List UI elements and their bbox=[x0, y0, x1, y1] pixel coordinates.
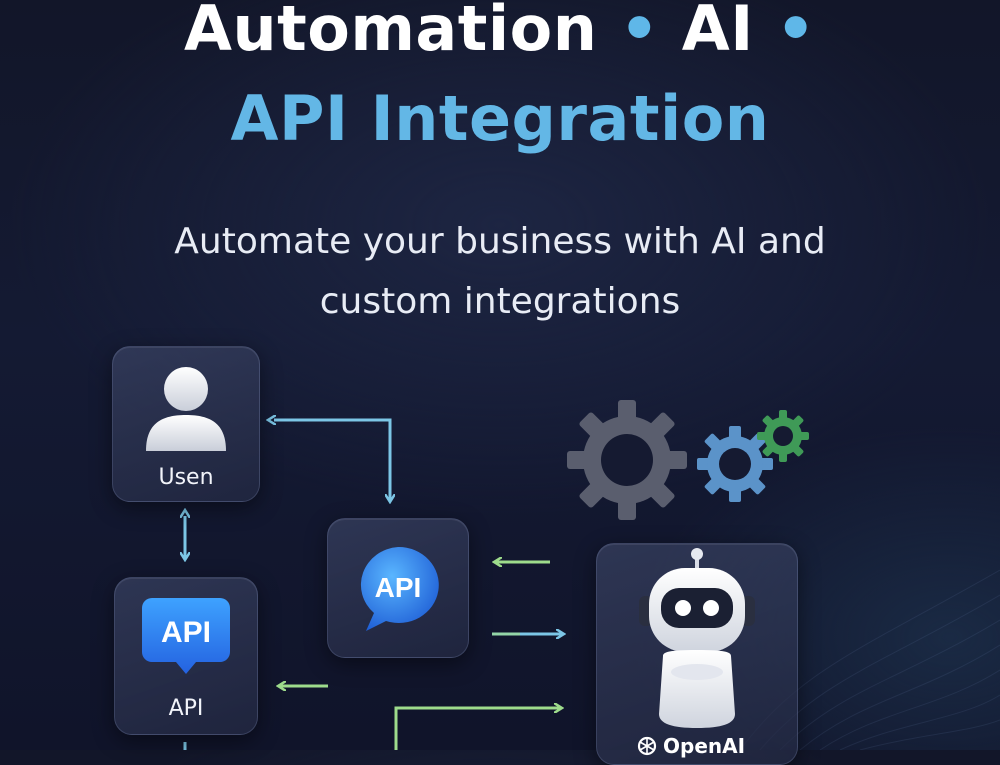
title-separator-dot: • bbox=[619, 0, 660, 65]
subtitle-line-1: Automate your business with AI and bbox=[174, 221, 826, 262]
user-icon bbox=[146, 367, 226, 451]
openai-label: OpenAI bbox=[637, 734, 745, 758]
title-line-2: API Integration bbox=[230, 82, 770, 155]
api-left-node-label: API bbox=[168, 696, 204, 721]
openai-robot-node-card[interactable]: OpenAI bbox=[596, 543, 798, 765]
title-word-automation: Automation bbox=[183, 0, 598, 65]
large-gear-icon bbox=[567, 400, 687, 520]
openai-logo-icon bbox=[637, 736, 657, 756]
user-node-card[interactable]: Usen bbox=[112, 346, 260, 502]
small-gear-icon bbox=[757, 410, 809, 462]
api-mid-node-card[interactable]: API bbox=[327, 518, 469, 658]
title-separator-dot: • bbox=[775, 0, 817, 65]
api-chat-icon: API bbox=[142, 598, 230, 674]
subtitle: Automate your business with AI and custo… bbox=[0, 212, 1000, 332]
api-left-badge-text: API bbox=[161, 616, 211, 649]
title-word-ai: AI bbox=[681, 0, 754, 65]
title-line-1: Automation • AI • bbox=[0, 0, 1000, 65]
connector-bottom-to-robot bbox=[394, 708, 560, 750]
medium-gear-icon bbox=[697, 426, 773, 502]
user-node-label: Usen bbox=[158, 465, 214, 490]
api-mid-badge-text: API bbox=[375, 572, 422, 603]
api-chat-icon: API bbox=[360, 546, 439, 631]
connector-user-to-api-mid bbox=[274, 420, 390, 500]
api-left-node-card[interactable]: API API bbox=[114, 577, 258, 735]
gears-cluster bbox=[567, 400, 809, 520]
openai-label-text: OpenAI bbox=[663, 734, 746, 758]
robot-icon bbox=[639, 548, 755, 728]
subtitle-line-2: custom integrations bbox=[319, 281, 681, 322]
